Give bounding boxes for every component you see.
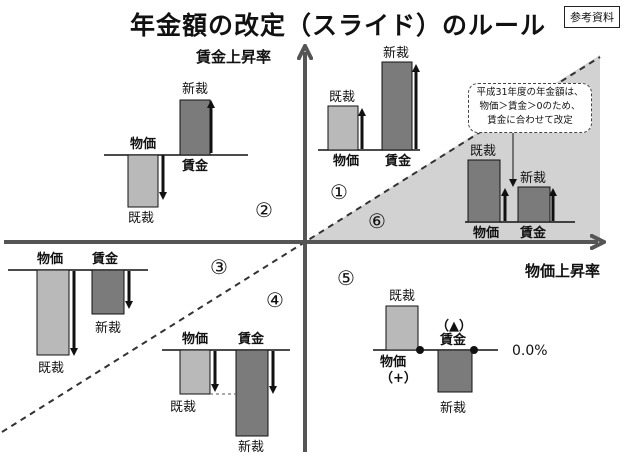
region-6-number: ⑥ <box>368 209 386 233</box>
label-plus: （+） <box>380 371 417 386</box>
label-existing: 既裁 <box>128 211 155 226</box>
region-1-number: ① <box>330 180 348 204</box>
label-prices: 物価 <box>473 226 500 241</box>
bar-new <box>517 186 551 223</box>
case-region-5 <box>373 305 498 393</box>
bar-new <box>381 61 413 151</box>
bar-existing <box>327 105 359 151</box>
region-5-number: ⑤ <box>337 266 355 290</box>
label-wages: 賃金 <box>182 159 209 174</box>
bar-existing <box>36 269 70 356</box>
label-wages: 賃金 <box>520 226 547 241</box>
case-region-4 <box>162 349 290 437</box>
label-prices: 物価 <box>333 154 360 169</box>
bar-existing <box>467 159 501 223</box>
x-axis-label: 物価上昇率 <box>525 262 601 280</box>
zero-dot <box>470 346 478 354</box>
label-prices: 物価 <box>130 137 157 152</box>
label-existing: 既裁 <box>38 361 65 376</box>
label-prices: 物価 <box>380 355 407 370</box>
page-title: 年金額の改定（スライド）のルール <box>130 11 547 40</box>
label-new: 新裁 <box>95 321 122 336</box>
bar-existing <box>127 154 159 208</box>
label-wages: 賃金 <box>238 332 265 347</box>
label-prices: 物価 <box>37 252 64 267</box>
region-3-number: ③ <box>210 255 228 279</box>
note-line: 物価＞賃金＞0のため、 <box>479 101 581 112</box>
callout-note: 平成31年度の年金額は、 物価＞賃金＞0のため、 賃金に合わせて改定 <box>468 83 592 133</box>
label-prices: 物価 <box>182 332 209 347</box>
reference-badge: 参考資料 <box>564 6 620 28</box>
label-wages: 賃金 <box>92 252 119 267</box>
label-existing: 既裁 <box>170 400 197 415</box>
label-triangle: （▲） <box>436 319 472 334</box>
case-region-3 <box>8 269 148 356</box>
bar-new <box>91 269 125 315</box>
label-new: 新裁 <box>440 401 467 416</box>
note-line: 平成31年度の年金額は、 <box>476 87 584 98</box>
label-existing: 既裁 <box>389 289 416 304</box>
bar-new <box>179 99 211 156</box>
bar-new <box>437 349 473 393</box>
label-new: 新裁 <box>520 171 547 186</box>
y-axis-label: 賃金上昇率 <box>196 48 272 66</box>
bar-existing <box>385 305 419 351</box>
region-2-number: ② <box>255 198 273 222</box>
label-new: 新裁 <box>238 440 265 455</box>
zero-dot <box>416 346 424 354</box>
label-new: 新裁 <box>383 46 410 61</box>
label-wages: 賃金 <box>385 154 412 169</box>
case-region-6 <box>465 130 575 223</box>
label-existing: 既裁 <box>329 90 356 105</box>
label-new: 新裁 <box>182 82 209 97</box>
bar-existing <box>179 349 211 395</box>
case-region-2 <box>104 99 248 208</box>
bar-new <box>235 349 269 437</box>
label-wages: 賃金 <box>440 333 467 348</box>
label-existing: 既裁 <box>470 144 497 159</box>
region-4-number: ④ <box>266 288 284 312</box>
case-region-1 <box>318 61 420 151</box>
zero-percent-label: 0.0% <box>512 343 548 359</box>
note-line: 賃金に合わせて改定 <box>487 115 573 126</box>
